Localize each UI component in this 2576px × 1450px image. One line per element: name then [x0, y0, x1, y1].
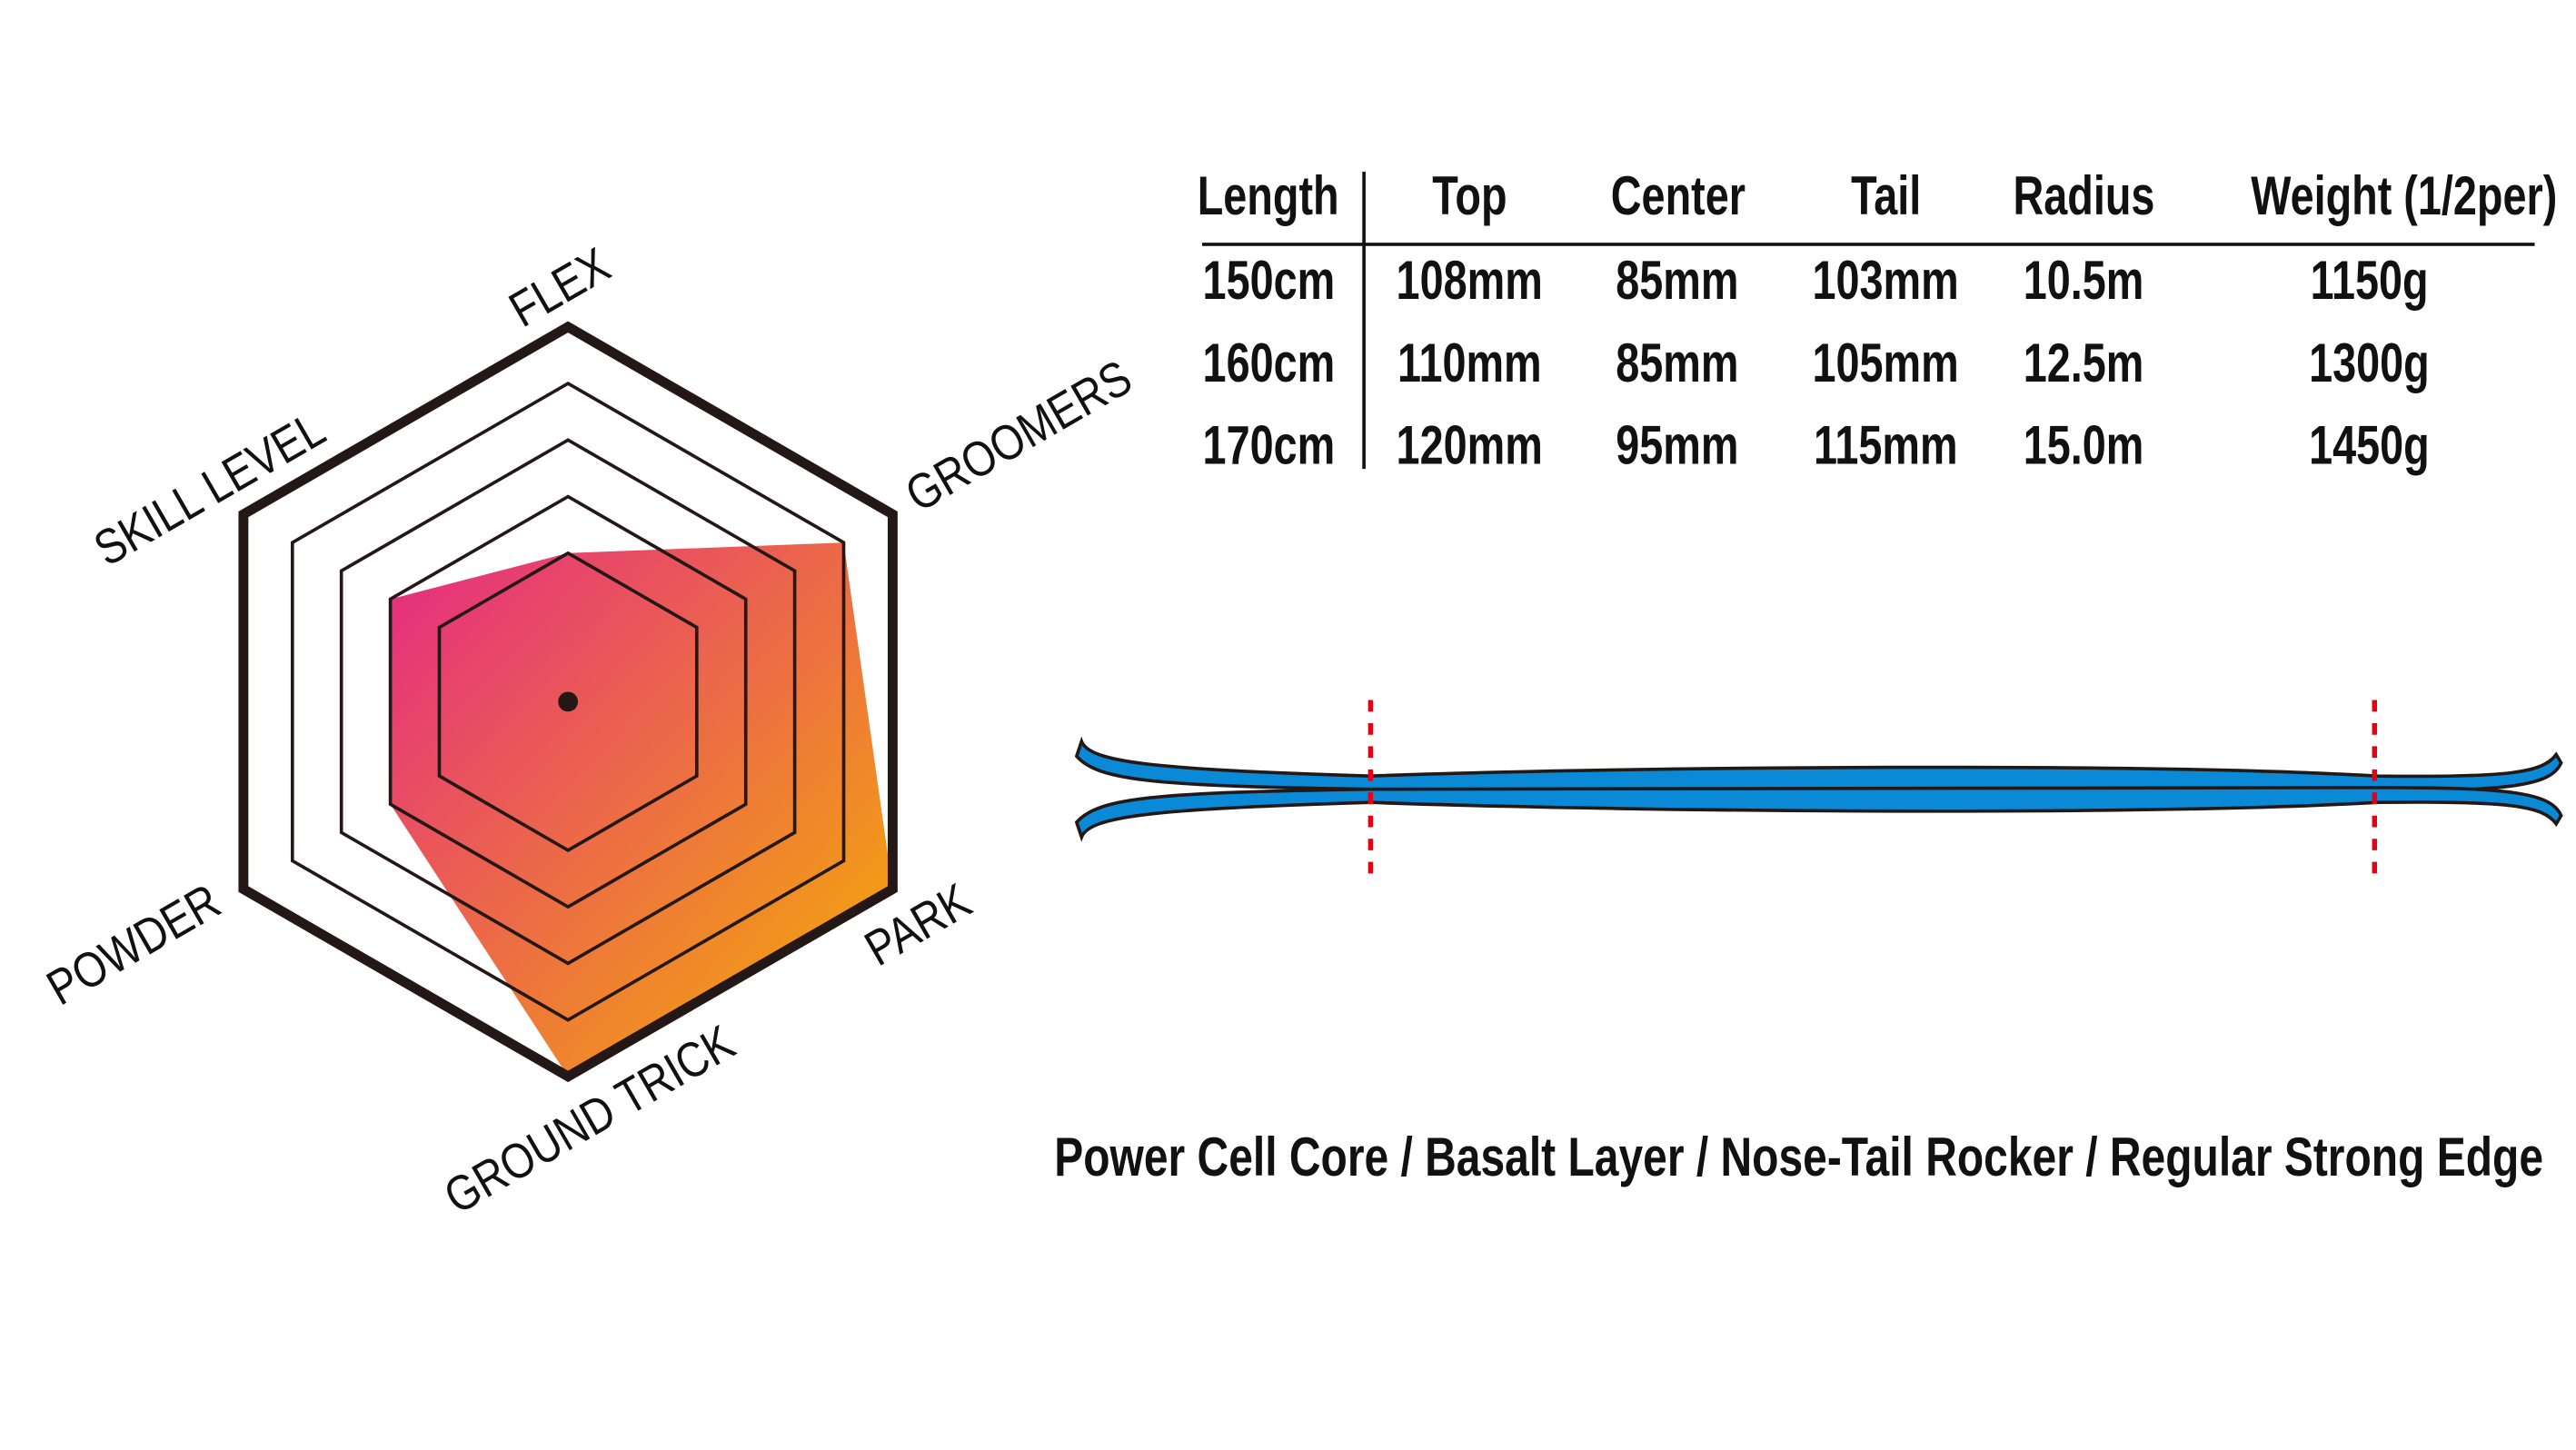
ski-upper	[1077, 741, 2561, 791]
feature-caption: Power Cell Core / Basalt Layer / Nose-Ta…	[1054, 1126, 2543, 1188]
ski-profile-diagram	[0, 0, 2576, 990]
ski-lower	[1077, 788, 2561, 838]
